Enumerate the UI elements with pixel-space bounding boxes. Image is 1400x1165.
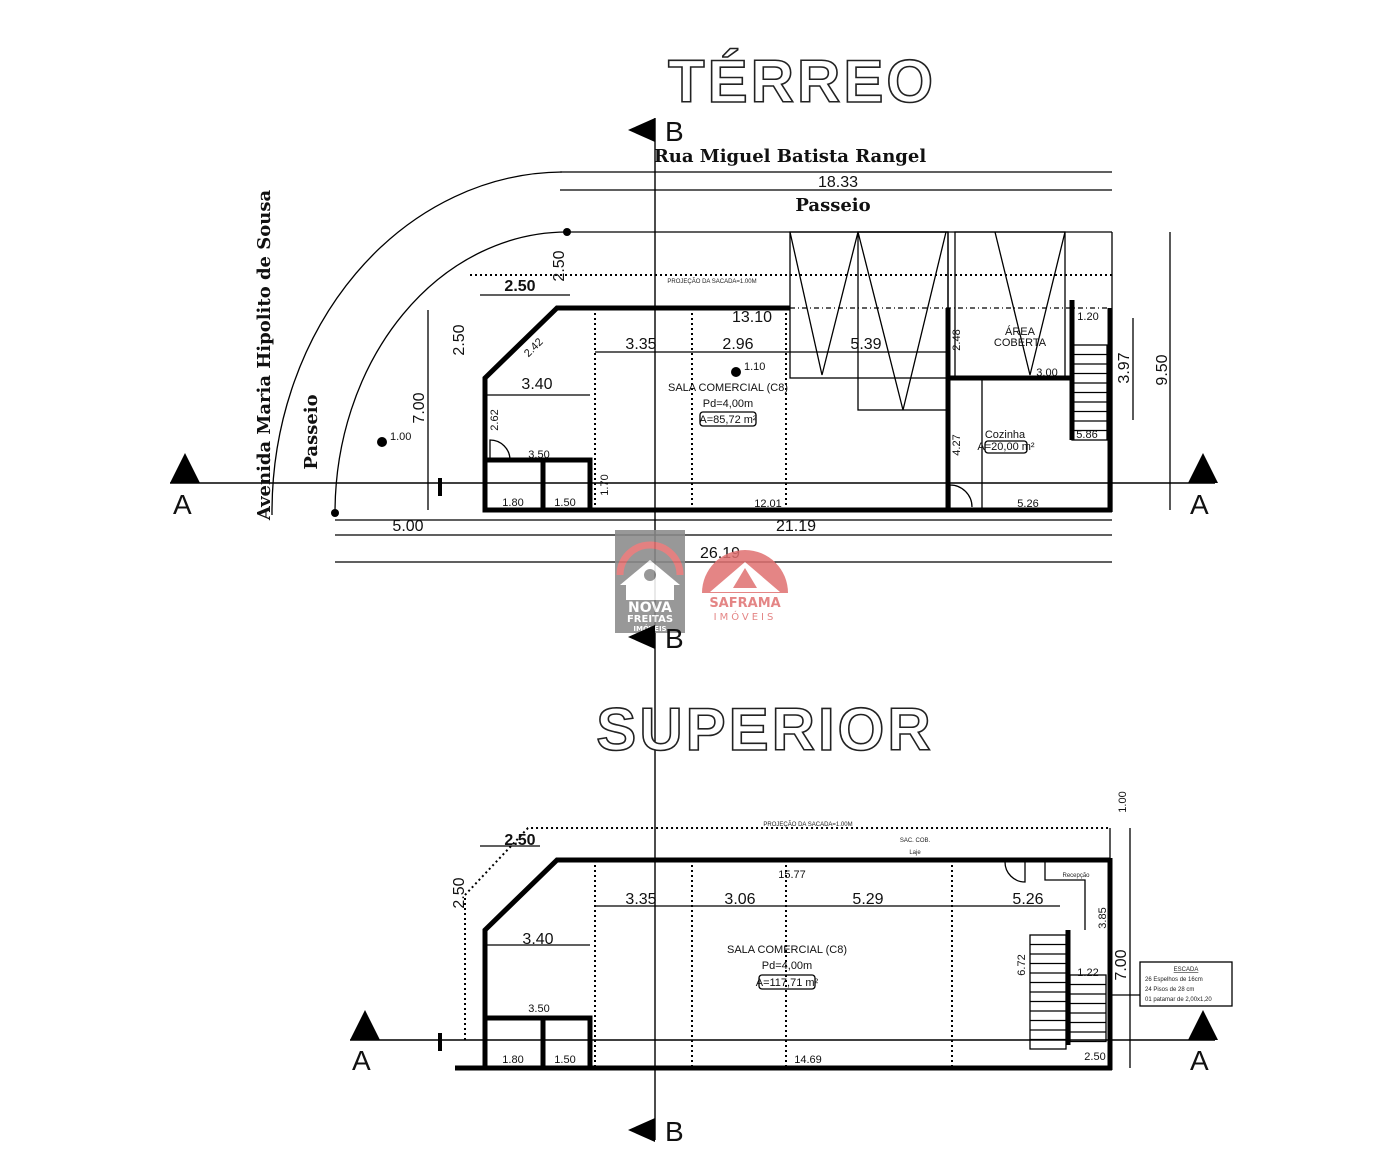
stair-note-line: 24 Pisos de 28 cm — [1145, 987, 1194, 993]
slab-label: Laje — [909, 850, 921, 856]
dim-3-06: 3.06 — [724, 891, 755, 908]
logo-text: NOVA — [628, 600, 672, 616]
sidewalk-label-side: Passeio — [301, 394, 322, 469]
stair-note-title: ESCADA — [1174, 967, 1199, 973]
dim-3-50: 3.50 — [528, 449, 549, 461]
dim-1-50: 1.50 — [554, 1054, 575, 1066]
covered-area-label: ÁREA — [1005, 325, 1036, 338]
dim-3-40: 3.40 — [521, 376, 552, 393]
dim-1-80: 1.80 — [502, 497, 523, 509]
staircase — [1071, 344, 1108, 441]
logo-text: FREITAS — [627, 614, 673, 625]
section-b-label: B — [665, 623, 684, 654]
kitchen-label: Cozinha — [985, 429, 1026, 441]
dim-6-72: 6.72 — [1016, 954, 1028, 975]
roof-label: SAC. COB. — [900, 838, 931, 844]
room-name: SALA COMERCIAL (C8) — [727, 944, 847, 956]
dim-1-80: 1.80 — [502, 1054, 523, 1066]
dim-7-00: 7.00 — [1113, 949, 1130, 980]
kitchen-area: A=20,00 m² — [977, 441, 1035, 453]
dim-2-96: 2.96 — [722, 336, 753, 353]
balcony-projection-label: PROJEÇÃO DA SACADA=1.00M — [763, 821, 852, 828]
dim-21-19: 21.19 — [776, 518, 816, 535]
dim-4-27: 4.27 — [951, 434, 963, 455]
dim-3-85: 3.85 — [1097, 907, 1109, 928]
level-mark-room: 1.10 — [744, 361, 765, 373]
covered-area-label: COBERTA — [994, 337, 1047, 349]
reception-label: Recepção — [1062, 873, 1090, 879]
dim-5-26: 5.26 — [1012, 891, 1043, 908]
section-a-label: A — [1190, 1045, 1209, 1076]
dim-7-00: 7.00 — [411, 392, 428, 423]
section-a-label: A — [1190, 489, 1209, 520]
dim-3-35: 3.35 — [625, 336, 656, 353]
dim-3-00: 3.00 — [1036, 367, 1057, 379]
section-a-label: A — [173, 489, 192, 520]
level-mark: 1.00 — [390, 431, 411, 443]
dim-2-50-vertical: 2.50 — [551, 250, 568, 281]
dim-5-86: 5.86 — [1076, 429, 1097, 441]
dim-5-39: 5.39 — [850, 336, 881, 353]
dim-2-50-vertical: 2.50 — [451, 324, 468, 355]
dim-3-35: 3.35 — [625, 891, 656, 908]
saframa-logo: SAFRAMA IMÓVEIS — [702, 550, 788, 623]
section-a-label: A — [352, 1045, 371, 1076]
lot-corner-curve-inner — [334, 231, 568, 514]
logo-text: IMÓVEIS — [714, 610, 777, 623]
dim-9-50: 9.50 — [1154, 354, 1171, 385]
dim-2-50-vertical: 2.50 — [451, 877, 468, 908]
stair-note-line: 26 Espelhos de 16cm — [1145, 977, 1203, 983]
nova-freitas-logo: NOVA FREITAS IMÓVEIS — [615, 530, 685, 633]
dim-2-50: 2.50 — [504, 832, 535, 849]
dim-14-69: 14.69 — [794, 1054, 822, 1066]
section-arrow-icon — [628, 118, 655, 142]
room-area: A=85,72 m² — [699, 414, 757, 426]
terreo-plan: TÉRREO Rua Miguel Batista Rangel 18.33 P… — [254, 47, 1171, 563]
dim-13-10: 13.10 — [732, 309, 772, 326]
terreo-title: TÉRREO — [668, 48, 936, 115]
balcony-projection-label: PROJEÇÃO DA SACADA=1.00M — [667, 278, 756, 285]
dim-1-20: 1.20 — [1077, 311, 1098, 323]
section-arrow-icon — [350, 1010, 380, 1040]
superior-title: SUPERIOR — [596, 696, 933, 763]
dim-2-48: 2.48 — [951, 329, 963, 350]
section-arrow-icon — [1188, 453, 1218, 483]
section-arrow-icon — [628, 625, 655, 649]
dim-2-50-bottom: 2.50 — [1084, 1051, 1105, 1063]
ceiling-height: Pd=4,00m — [762, 960, 812, 972]
dim-3-40: 3.40 — [522, 931, 553, 948]
section-b-label: B — [665, 1116, 684, 1147]
dim-1-50: 1.50 — [554, 497, 575, 509]
stair-note-line: 01 patamar de 2,00x1,20 — [1145, 997, 1212, 1003]
dim-5-00: 5.00 — [392, 518, 423, 535]
dim-2-50: 2.50 — [504, 278, 535, 295]
lot-corner-curve-outer — [271, 171, 563, 516]
dim-3-50: 3.50 — [528, 1003, 549, 1015]
dim-front: 18.33 — [818, 174, 858, 191]
street-name-side: Avenida Maria Hipolito de Sousa — [254, 190, 275, 522]
street-name-top: Rua Miguel Batista Rangel — [654, 146, 927, 167]
section-arrow-icon — [628, 1118, 655, 1142]
dim-5-26: 5.26 — [1017, 498, 1038, 510]
dim-2-62: 2.62 — [489, 409, 501, 430]
logo-text: SAFRAMA — [709, 596, 780, 611]
dim-1-00: 1.00 — [1117, 791, 1129, 812]
sidewalk-label-top: Passeio — [795, 195, 870, 216]
dim-15-77: 15.77 — [778, 869, 806, 881]
section-b-label: B — [665, 116, 684, 147]
dim-12-01: 12.01 — [754, 498, 782, 510]
room-name: SALA COMERCIAL (C8) — [668, 382, 788, 394]
dim-1-22: 1.22 — [1077, 967, 1098, 979]
ceiling-height: Pd=4,00m — [703, 398, 753, 410]
section-arrow-icon — [170, 453, 200, 483]
dim-5-29: 5.29 — [852, 891, 883, 908]
room-area: A=117,71 m² — [756, 977, 819, 989]
dim-1-70: 1.70 — [599, 474, 611, 495]
dim-3-97: 3.97 — [1116, 352, 1133, 383]
section-arrow-icon — [1188, 1010, 1218, 1040]
superior-plan: SUPERIOR PROJEÇÃO DA SACADA=1.00M SAC. C… — [438, 695, 1233, 1071]
